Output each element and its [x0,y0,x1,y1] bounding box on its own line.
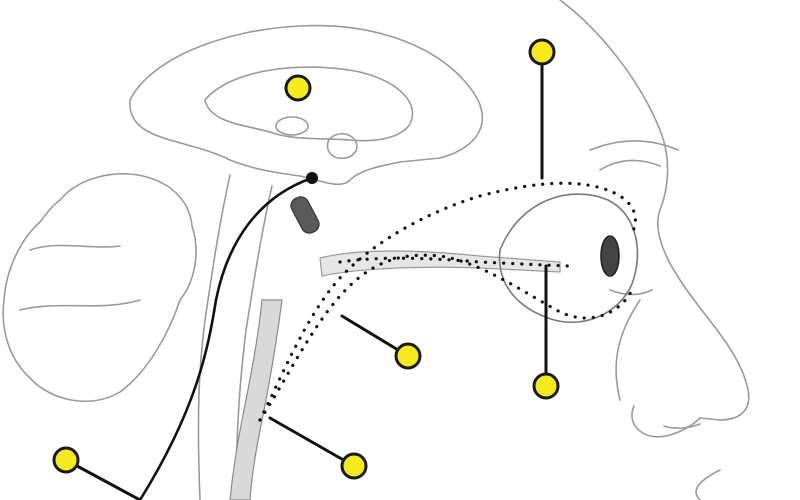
cerebellum-outline [2,172,197,403]
leader-lower-left [64,458,142,500]
eyelash-upper [599,159,661,171]
face-profile [559,0,750,421]
hypothalamic-line [138,176,313,500]
brainstem-outline [197,174,231,500]
iris [600,235,620,277]
cheek-line [615,299,641,401]
eyelash-lower [609,289,653,296]
vessel-shading [229,196,561,500]
cerebrum-outline [129,24,484,185]
marker-neck-vessel[interactable] [340,452,368,480]
marker-optic-path[interactable] [394,342,422,370]
cerebellum-fold [29,244,121,251]
cingulate-outline [204,66,414,142]
cerebellum-fold-2 [19,299,141,311]
leader-lines [64,50,548,500]
dotted-pathways [258,181,638,422]
marker-lower-eye[interactable] [532,372,560,400]
lip-line [695,469,721,500]
nose-tip [631,405,701,438]
nostril [663,423,701,429]
marker-upper-eye[interactable] [528,38,556,66]
optic-nerve-band [319,250,561,277]
brow-line [589,140,679,151]
ventricle-oval [275,116,309,136]
markers [52,38,560,480]
marker-lower-left[interactable] [52,446,80,474]
optic-tract-dots [338,256,570,268]
eye [498,193,639,323]
pituitary-stalk [290,196,320,234]
upper-pathway [258,181,638,422]
leader-neck-vessel [268,416,356,468]
carotid-vessel [229,299,283,500]
brainstem-outline-2 [235,185,273,500]
head-drawing [2,0,750,500]
marker-brain-interior[interactable] [284,74,312,102]
lower-pathway [258,253,634,422]
eyeball-outline [498,193,639,323]
thalamus-outline [326,132,358,160]
line-origin-dot [306,172,318,184]
